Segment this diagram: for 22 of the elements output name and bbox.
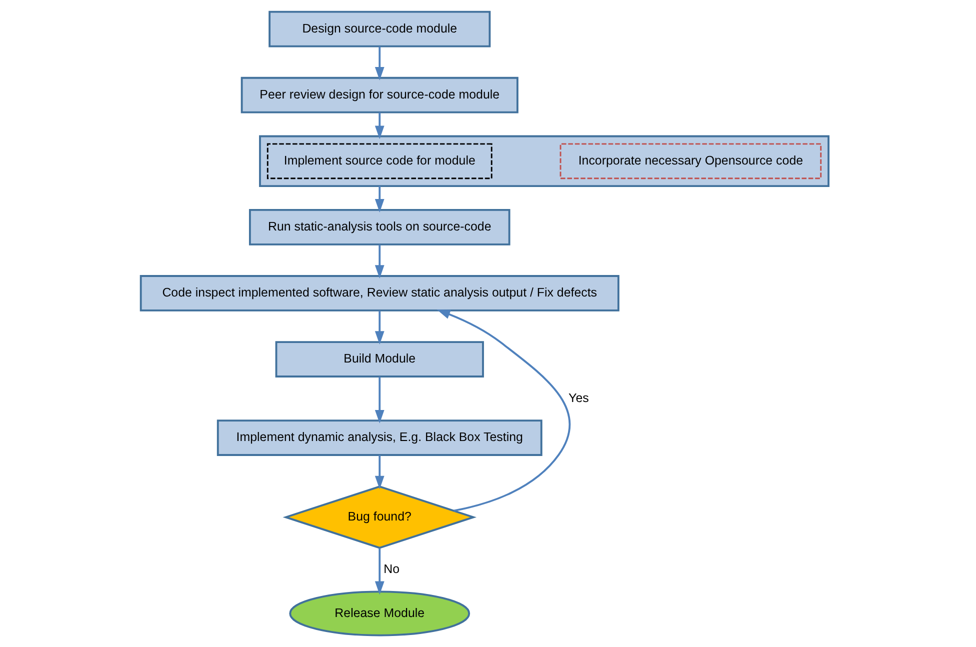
edge-label: No xyxy=(383,562,400,576)
node-ellipse: Release Module xyxy=(288,590,470,636)
node-box: Build Module xyxy=(274,341,484,378)
arrow xyxy=(374,310,384,345)
arrow xyxy=(436,310,570,512)
node-box: Incorporate necessary Opensource code xyxy=(559,143,822,180)
arrow xyxy=(374,376,384,424)
node-box: Peer review design for source-code module xyxy=(240,76,518,114)
edge-label: Yes xyxy=(568,390,588,405)
node-box: Implement dynamic analysis, E.g. Black Box Testing xyxy=(216,420,542,456)
node-box: Implement source code for module xyxy=(266,143,492,180)
arrow xyxy=(374,244,384,278)
cluster xyxy=(258,135,829,187)
node-box: Code inspect implemented software, Review static analysis output / Fix defects xyxy=(139,275,619,312)
arrow xyxy=(374,112,384,140)
arrow xyxy=(374,186,384,212)
arrow xyxy=(374,455,384,490)
arrow xyxy=(374,46,384,80)
node-diamond: Bug found? xyxy=(282,486,476,549)
node-box: Design source-code module xyxy=(268,10,490,48)
arrow xyxy=(374,548,384,595)
node-box: Run static-analysis tools on source-code xyxy=(248,209,510,246)
